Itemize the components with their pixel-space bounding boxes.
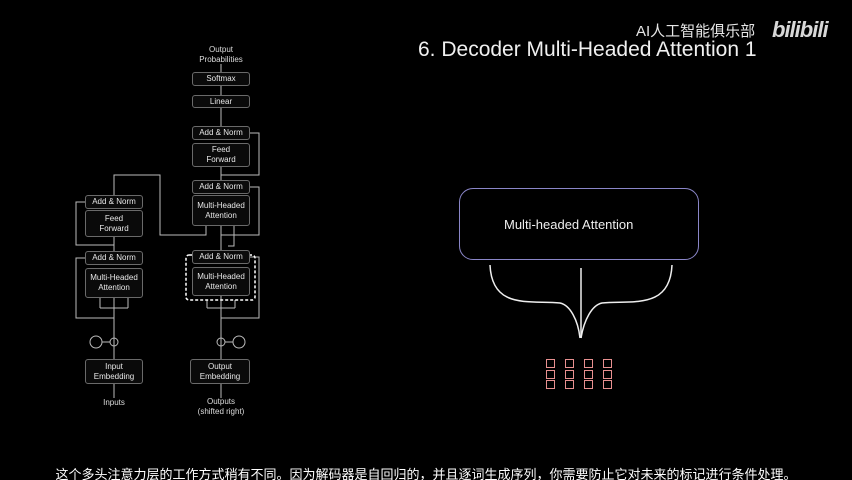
label-line: Probabilities — [199, 55, 243, 64]
softmax-block: Softmax — [192, 72, 250, 86]
head-cell — [546, 380, 555, 389]
label-line: Multi-Headed — [197, 271, 245, 281]
encoder-add-norm-2: Add & Norm — [85, 195, 143, 209]
bilibili-logo: bilibili — [772, 17, 829, 42]
decoder-add-norm-1: Add & Norm — [192, 250, 250, 264]
label-line: Attention — [205, 281, 237, 291]
head-cell — [565, 359, 574, 368]
label-line: Forward — [206, 155, 236, 164]
multi-headed-attention-label: Multi-headed Attention — [504, 217, 634, 232]
label-line: Embedding — [199, 371, 241, 381]
label-line: Feed — [104, 213, 124, 223]
label-line: Multi-Headed — [197, 200, 245, 210]
label-line: Embedding — [93, 371, 135, 381]
head-cell — [603, 369, 612, 379]
label-line: Outputs — [206, 397, 235, 406]
decoder-add-norm-2: Add & Norm — [192, 180, 250, 194]
label-line: Multi-Headed — [90, 273, 138, 282]
head-cell — [584, 359, 593, 368]
label-line: Attention — [98, 283, 130, 292]
outputs-label: Outputs(shifted right) — [186, 397, 256, 417]
head-cell — [603, 359, 612, 368]
head-cell — [546, 359, 555, 368]
head-cell — [603, 380, 612, 389]
head-cell — [565, 369, 574, 379]
output-probabilities-label: Output Probabilities — [192, 45, 250, 65]
decoder-add-norm-3: Add & Norm — [192, 126, 250, 140]
label-line: Feed — [211, 145, 231, 154]
slide-title: 6. Decoder Multi-Headed Attention 1 — [418, 38, 757, 61]
label-line: (shifted right) — [197, 407, 245, 416]
label-line: Attention — [205, 210, 237, 220]
label-line: Output — [208, 45, 233, 54]
label-line: Output — [207, 361, 232, 371]
head-cell — [565, 380, 574, 389]
linear-block: Linear — [192, 95, 250, 108]
multi-headed-attention-box: Multi-headed Attention — [459, 188, 699, 260]
head-cell — [584, 380, 593, 389]
label-line: Input — [105, 361, 123, 371]
subtitle: 这个多头注意力层的工作方式稍有不同。因为解码器是自回归的，并且逐词生成序列，你需… — [55, 467, 797, 480]
channel-watermark: AI人工智能俱乐部 — [636, 23, 756, 40]
encoder-add-norm-1: Add & Norm — [85, 251, 143, 265]
inputs-label: Inputs — [103, 398, 125, 407]
head-cell — [546, 369, 555, 379]
head-cell — [584, 369, 593, 379]
label-line: Forward — [99, 223, 129, 233]
